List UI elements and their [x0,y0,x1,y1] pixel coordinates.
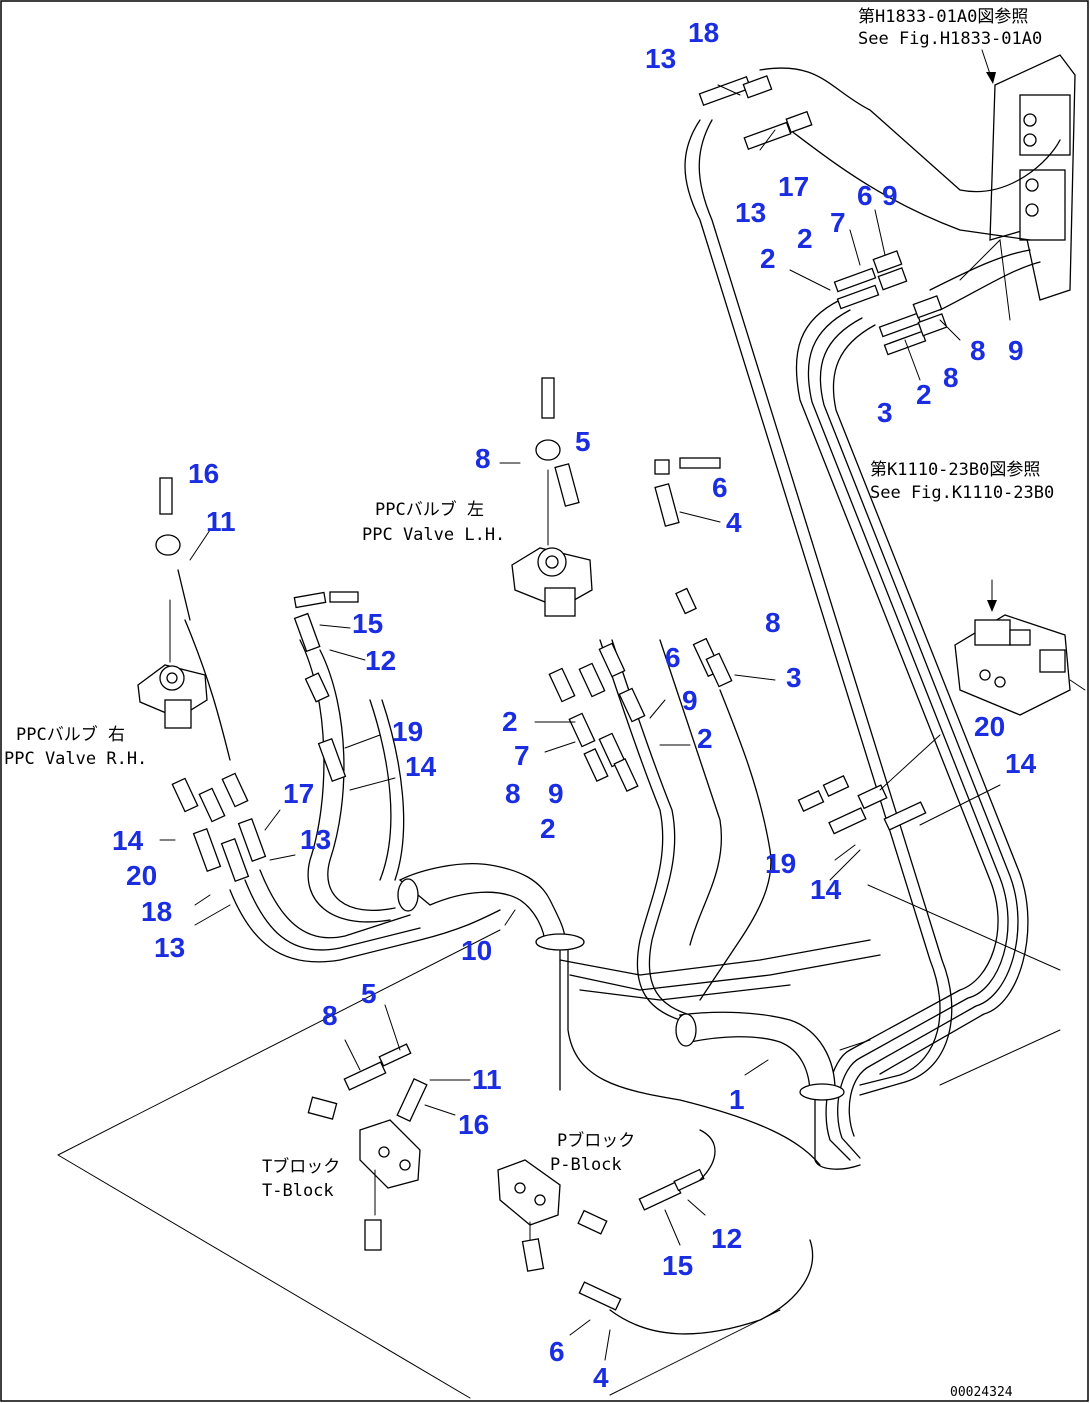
callout-label: 16 [188,458,219,489]
callout-label: 17 [283,778,314,809]
callout-label: 7 [830,207,846,238]
callout-label: 6 [549,1336,565,1367]
elbow-pipe-right [675,1011,861,1170]
callout-label: 14 [112,825,144,856]
callout-label: 5 [361,978,377,1009]
callout-label: 15 [352,608,383,639]
callout-label: 19 [392,716,423,747]
callout-label: 12 [365,645,396,676]
callout-label: 4 [726,507,742,538]
callout-label: 6 [857,180,873,211]
callout-label: 19 [765,848,796,879]
note-pblock-en: P-Block [550,1155,622,1175]
callout-label: 13 [735,197,766,228]
callout-label: 13 [300,824,331,855]
callout-label: 13 [154,932,185,963]
elbow-pipe-left [397,863,821,1166]
callout-label: 18 [141,896,172,927]
note-tblock-ja: Tブロック [262,1156,340,1177]
note-pblock-ja: Pブロック [557,1130,635,1151]
callout-label: 18 [688,17,719,48]
floor-plate [57,884,1061,1399]
callout-label: 9 [1008,335,1024,366]
callout-label: 2 [502,706,518,737]
note-ppc-rh-en: PPC Valve R.H. [4,749,147,769]
ppc-valve-right-hand [137,477,208,729]
callout-label: 5 [575,426,591,457]
note-ref-mid-en: See Fig.K1110-23B0 [870,483,1054,503]
callout-label: 13 [645,43,676,74]
callout-label: 16 [458,1109,489,1140]
callout-label: 6 [712,472,728,503]
callout-label: 11 [472,1064,502,1095]
callout-label: 3 [786,662,802,693]
note-ppc-lh-ja: PPCバルブ 左 [375,499,484,520]
note-ref-top-ja: 第H1833-01A0図参照 [858,7,1028,27]
p-block [497,1159,561,1241]
drawing-number: 00024324 [950,1385,1013,1400]
callout-label: 8 [475,443,491,474]
note-ref-mid-ja: 第K1110-23B0図参照 [870,460,1040,480]
fittings [171,75,948,1335]
callout-label: 2 [916,379,932,410]
callout-label: 11 [206,506,236,537]
callout-label: 14 [405,751,437,782]
callout-label: 1 [729,1084,745,1115]
cab-frame-bracket [959,49,1076,321]
callout-label: 2 [760,243,776,274]
callout-label: 2 [697,723,713,754]
callout-label: 12 [711,1223,742,1254]
t-block [359,1119,421,1216]
callout-label: 4 [593,1362,609,1393]
callout-label: 20 [126,860,157,891]
callout-label: 15 [662,1250,693,1281]
callout-label: 7 [514,740,530,771]
callout-label: 20 [974,711,1005,742]
callout-label: 8 [322,1000,338,1031]
note-ppc-lh-en: PPC Valve L.H. [362,525,505,545]
callout-label: 8 [505,778,521,809]
callout-label: 10 [461,935,492,966]
note-ref-top-en: See Fig.H1833-01A0 [858,29,1042,49]
callouts: 18 13 17 13 6 9 7 2 2 8 9 8 2 3 5 8 6 4 … [112,17,1037,1393]
control-valve-block [954,579,1086,716]
callout-label: 17 [778,171,809,202]
ppc-valve-left-hand [511,377,593,617]
callout-label: 9 [882,180,898,211]
callout-label: 6 [665,642,681,673]
callout-label: 14 [810,874,842,905]
leader-lines [159,84,1001,1361]
callout-label: 9 [682,685,698,716]
callout-label: 2 [797,223,813,254]
note-tblock-en: T-Block [262,1181,334,1201]
callout-label: 2 [540,813,556,844]
hose-bundle-left [184,619,501,963]
callout-label: 8 [970,335,986,366]
callout-label: 3 [877,397,893,428]
note-ppc-rh-ja: PPCバルブ 右 [16,724,125,745]
callout-label: 8 [765,607,781,638]
callout-label: 9 [548,778,564,809]
callout-label: 14 [1005,748,1037,779]
callout-label: 8 [943,362,959,393]
